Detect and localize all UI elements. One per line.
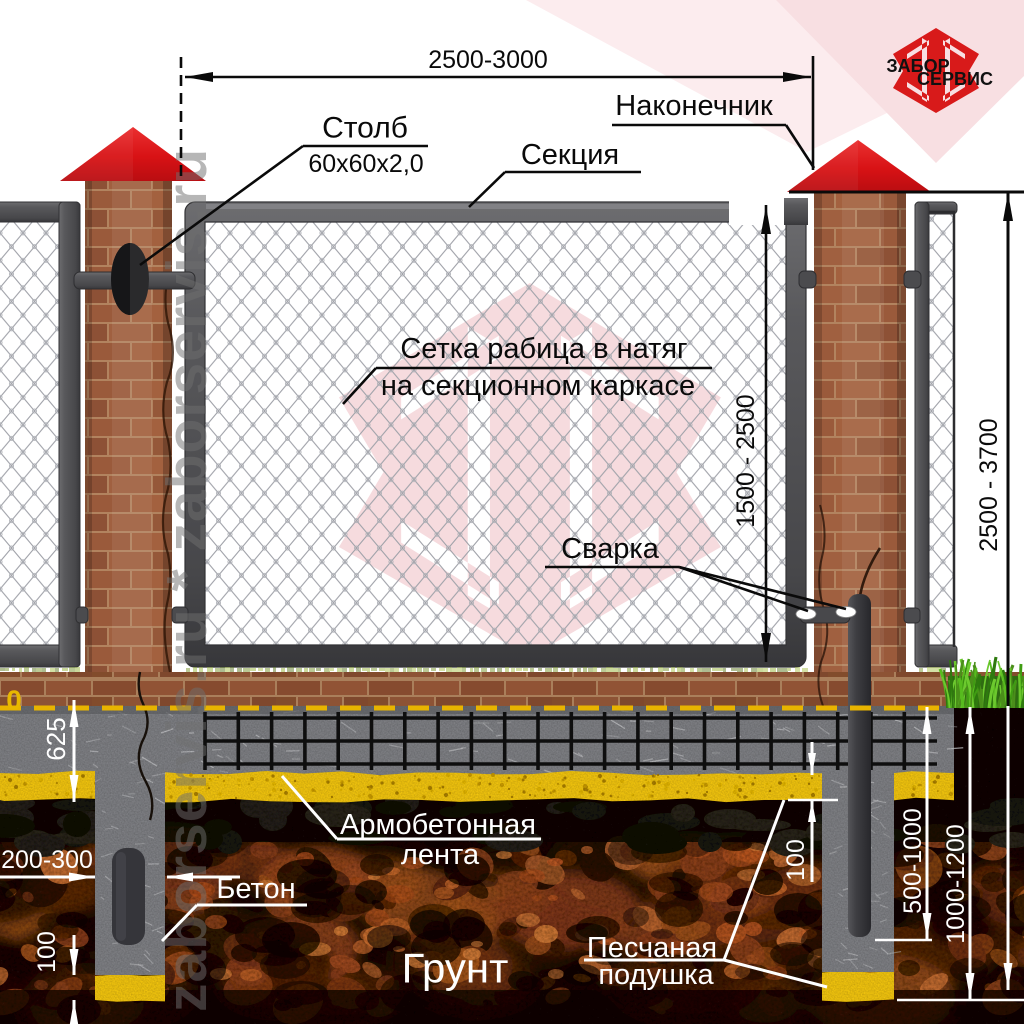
svg-text:625: 625 <box>41 717 71 760</box>
svg-text:лента: лента <box>401 839 480 871</box>
svg-text:1500 - 2500: 1500 - 2500 <box>732 394 760 527</box>
svg-text:200-300: 200-300 <box>1 846 93 874</box>
svg-text:Секция: Секция <box>521 139 619 171</box>
svg-text:Песчаная: Песчаная <box>587 932 717 964</box>
svg-text:на секционном каркасе: на секционном каркасе <box>381 370 695 402</box>
svg-text:zaborservis.ru * zaborservis.r: zaborservis.ru * zaborservis.ru <box>155 148 219 1012</box>
svg-text:Бетон: Бетон <box>216 873 295 905</box>
svg-text:ЗАБОР: ЗАБОР <box>886 56 949 76</box>
svg-text:СЕРВИС: СЕРВИС <box>917 69 993 89</box>
svg-text:1000-1200: 1000-1200 <box>942 824 970 944</box>
svg-text:Грунт: Грунт <box>402 945 509 992</box>
svg-text:Сварка: Сварка <box>561 533 660 565</box>
svg-text:Сетка рабица в натяг: Сетка рабица в натяг <box>400 333 687 365</box>
svg-text:100: 100 <box>33 931 61 973</box>
svg-text:подушка: подушка <box>598 959 714 991</box>
svg-text:2500-3000: 2500-3000 <box>428 46 548 74</box>
svg-text:Армобетонная: Армобетонная <box>340 809 536 841</box>
svg-text:100: 100 <box>782 839 810 881</box>
svg-text:Столб: Столб <box>322 112 408 145</box>
svg-text:2500 - 3700: 2500 - 3700 <box>975 418 1003 551</box>
svg-text:0: 0 <box>6 685 22 716</box>
svg-text:Наконечник: Наконечник <box>615 90 773 122</box>
svg-text:500-1000: 500-1000 <box>899 808 927 914</box>
svg-text:60х60х2,0: 60х60х2,0 <box>308 150 423 178</box>
